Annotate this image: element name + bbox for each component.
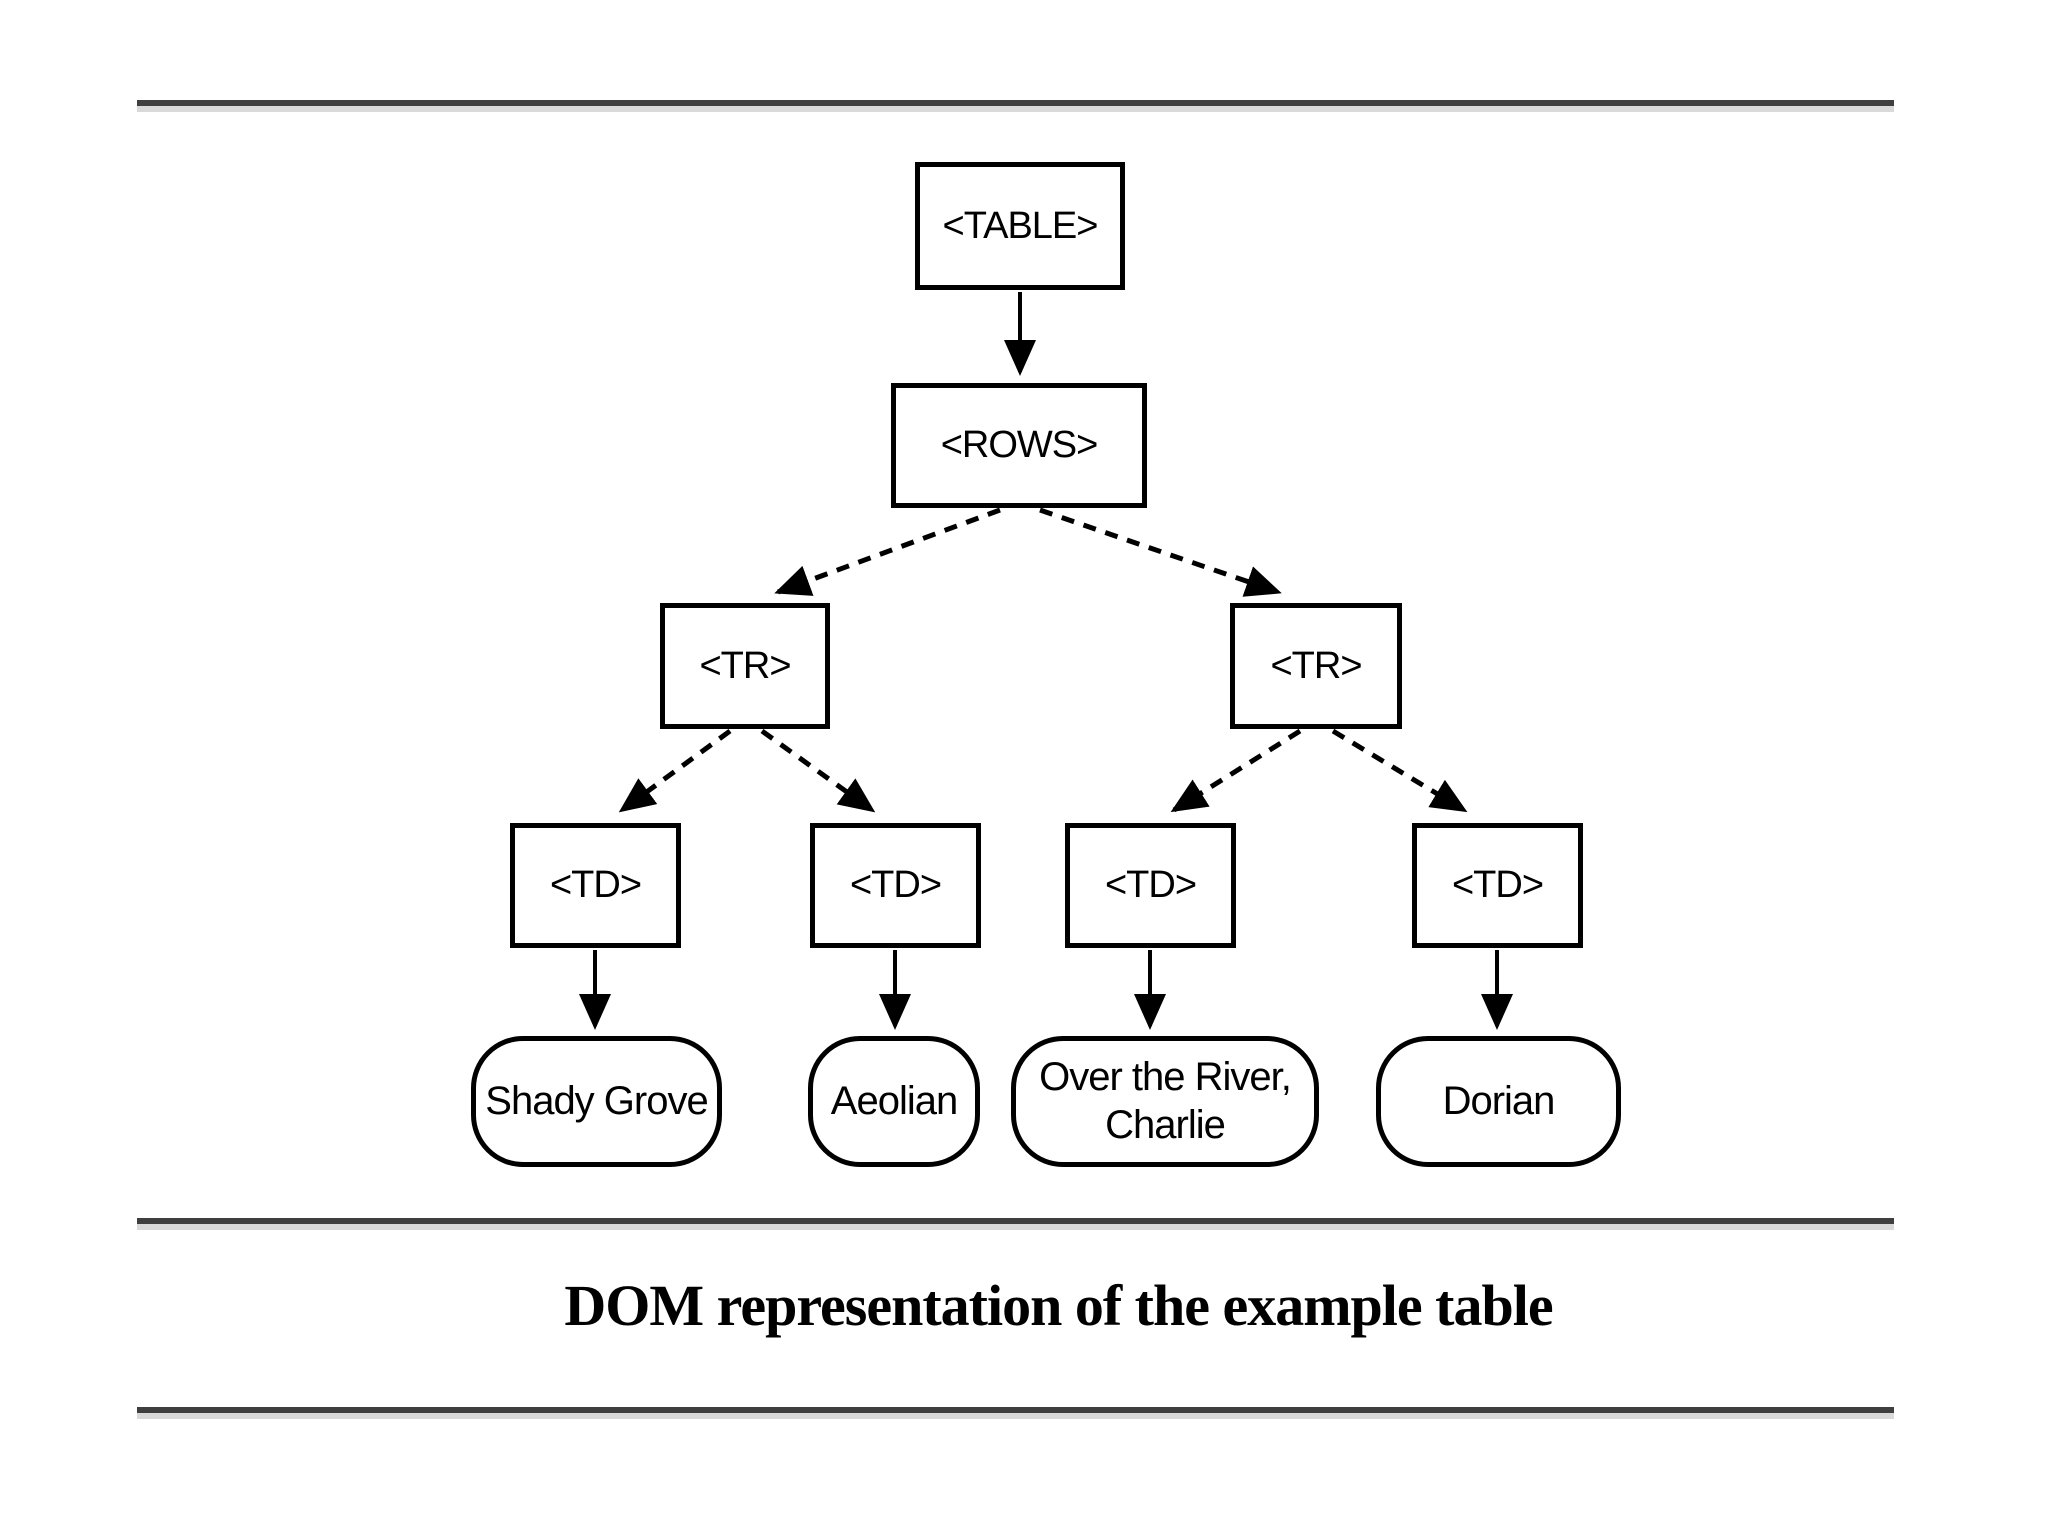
leaf-shady-grove-label: Shady Grove — [485, 1078, 708, 1123]
divider-bottom-light-line — [137, 1413, 1894, 1419]
edge-tr1-td2 — [760, 728, 876, 813]
divider-middle — [137, 1218, 1894, 1230]
node-tr-1-label: <TR> — [699, 644, 791, 687]
node-table: <TABLE> — [915, 162, 1125, 290]
leaf-aeolian: Aeolian — [808, 1036, 980, 1167]
divider-bottom-dark-line — [137, 1407, 1894, 1413]
node-td-3: <TD> — [1065, 823, 1236, 948]
node-tr-2-label: <TR> — [1270, 644, 1362, 687]
node-td-2: <TD> — [810, 823, 981, 948]
leaf-shady-grove: Shady Grove — [471, 1036, 722, 1167]
node-td-4-label: <TD> — [1451, 864, 1544, 906]
node-rows-label: <ROWS> — [940, 424, 1099, 466]
node-rows: <ROWS> — [891, 383, 1147, 508]
node-table-label: <TABLE> — [942, 204, 1099, 247]
node-td-1: <TD> — [510, 823, 681, 948]
edge-rows-tr1 — [774, 507, 1001, 596]
node-td-3-label: <TD> — [1104, 864, 1197, 906]
node-td-1-label: <TD> — [549, 864, 642, 906]
divider-middle-light-line — [137, 1224, 1894, 1230]
node-td-2-label: <TD> — [849, 864, 942, 906]
divider-bottom — [137, 1407, 1894, 1419]
edge-tr1-td1 — [618, 728, 732, 813]
node-td-4: <TD> — [1412, 823, 1583, 948]
leaf-dorian-label: Dorian — [1442, 1078, 1556, 1123]
leaf-over-the-river-charlie-label: Over the River, Charlie — [1039, 1055, 1292, 1147]
leaf-aeolian-label: Aeolian — [830, 1078, 958, 1123]
leaf-over-the-river-charlie: Over the River, Charlie — [1011, 1036, 1319, 1167]
figure-caption: DOM representation of the example table — [564, 1273, 1553, 1338]
divider-top — [137, 100, 1894, 112]
divider-middle-dark-line — [137, 1218, 1894, 1224]
edge-rows-tr2 — [1039, 507, 1282, 597]
edge-tr2-td4 — [1331, 728, 1468, 813]
leaf-dorian: Dorian — [1376, 1036, 1621, 1167]
divider-top-light-line — [137, 106, 1894, 112]
node-tr-2: <TR> — [1230, 603, 1402, 729]
divider-top-dark-line — [137, 100, 1894, 106]
node-tr-1: <TR> — [660, 603, 830, 729]
edge-tr2-td3 — [1170, 728, 1302, 813]
